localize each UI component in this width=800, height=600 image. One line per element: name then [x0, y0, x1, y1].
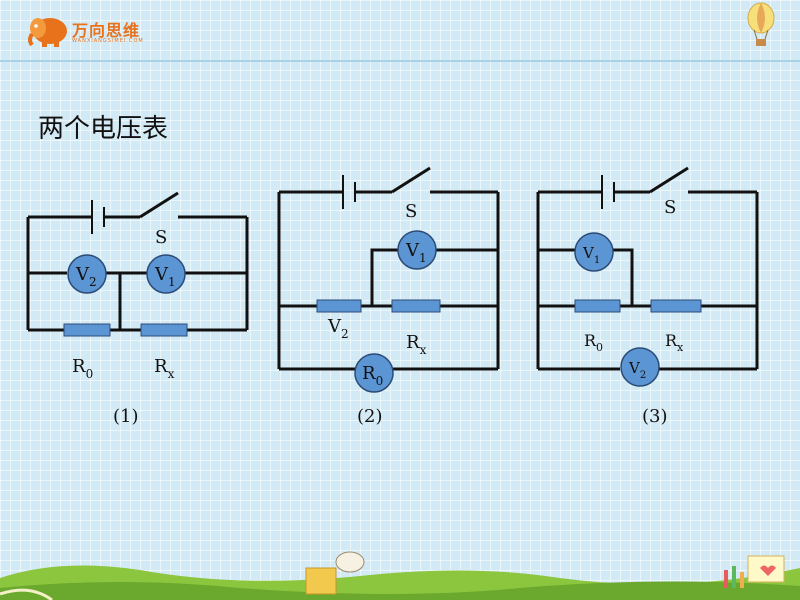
header-divider: [0, 60, 800, 62]
circuit-2-caption: (2): [357, 406, 383, 427]
house-decoration: [305, 567, 337, 595]
meter-3-v2-label: V2: [628, 359, 646, 381]
resistor-3-r0: [574, 299, 621, 313]
circuit-3-caption: (3): [642, 406, 668, 427]
meter-3-v1-label: V1: [582, 244, 600, 266]
logo-url: WANXIANGSIMEI.COM: [72, 38, 144, 44]
circuit-1-caption: (1): [113, 406, 139, 427]
switch-2: [391, 166, 431, 194]
voltmeter-1-v2: [67, 254, 107, 294]
meter-1-v2-label: V2: [75, 264, 97, 289]
header: 万向思维 WANXIANGSIMEI.COM: [0, 0, 800, 62]
resistor-1-rx-label: Rx: [154, 356, 175, 381]
switch-1-label: S: [155, 227, 167, 248]
hot-air-balloon-icon: [747, 2, 775, 46]
resistor-2-rx: [391, 299, 441, 313]
resistor-1-rx: [140, 323, 188, 337]
meter-2-r0-label: R0: [362, 363, 383, 388]
resistor-3-rx: [650, 299, 702, 313]
voltmeter-1-v1: [146, 254, 186, 294]
wire-2-v1-branch: [370, 248, 498, 306]
label-2-rx: Rx: [406, 332, 427, 357]
meter-2-v1-label: V1: [405, 240, 427, 265]
resistor-2-v2: [316, 299, 362, 313]
switch-3: [649, 166, 689, 194]
resistor-1-r0: [63, 323, 111, 337]
cat-decoration: [335, 551, 365, 573]
wire-3-v1-branch: [538, 248, 634, 306]
meter-2-r0: [354, 353, 394, 393]
circuit-1: V2 V1 S R0 Rx (1): [26, 191, 249, 427]
resistor-1-r0-label: R0: [72, 356, 93, 381]
voltmeter-3-v1: [574, 232, 614, 272]
switch-3-label: S: [664, 197, 676, 218]
voltmeter-3-v2: [620, 347, 660, 387]
circuit-2: S V1 R0 V2 Rx (2): [277, 166, 500, 427]
voltmeter-2-v1: [397, 230, 437, 270]
switch-2-label: S: [405, 201, 417, 222]
slide-title: 两个电压表: [38, 114, 169, 144]
label-2-v2: V2: [327, 316, 349, 341]
meter-1-v1-label: V1: [154, 264, 176, 289]
resistor-3-rx-label: Rx: [665, 331, 684, 354]
switch-1: [139, 191, 179, 219]
elephant-logo-icon: [28, 18, 67, 47]
circuit-3: S V1 V2 R0 Rx (3): [536, 166, 759, 427]
resistor-3-r0-label: R0: [584, 331, 603, 354]
grass-landscape-decoration: [0, 551, 800, 600]
logo-name: 万向思维: [72, 21, 141, 40]
